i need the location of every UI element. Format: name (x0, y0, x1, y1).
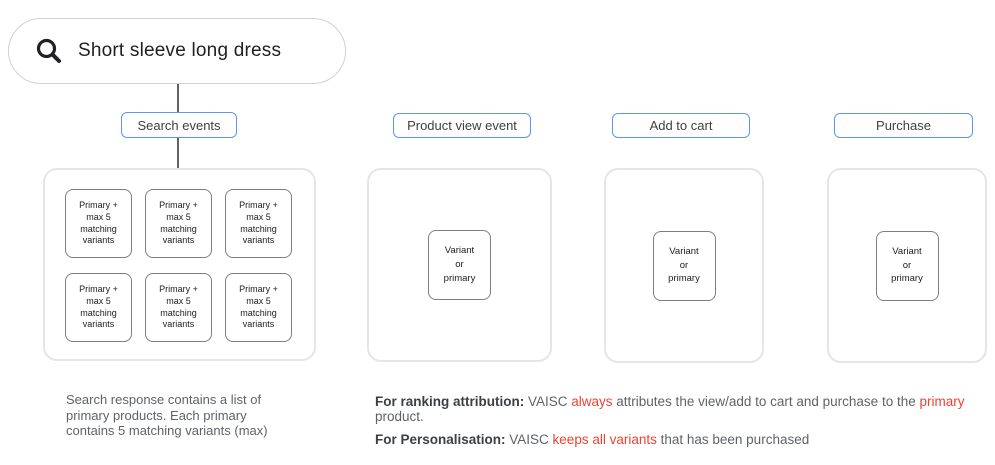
search-icon (36, 38, 61, 63)
highlight-primary: primary (919, 394, 965, 409)
search-query-text: Short sleeve long dress (78, 40, 282, 61)
search-events-container: Primary + max 5 matching variants Primar… (43, 168, 316, 361)
personalisation-note: For Personalisation: VAISC keeps all var… (375, 432, 810, 447)
label-add-to-cart: Add to cart (612, 113, 750, 138)
personalisation-note-prefix: For Personalisation: (375, 432, 510, 447)
search-input[interactable]: Short sleeve long dress (8, 18, 346, 84)
highlight-keeps-all-variants: keeps all variants (552, 432, 657, 447)
highlight-always: always (571, 394, 613, 409)
purchase-container: Variant or primary (827, 168, 987, 363)
ranking-attribution-note: For ranking attribution: VAISC always at… (375, 394, 965, 424)
primary-product-card: Primary + max 5 matching variants (145, 189, 212, 258)
connector-line-top (177, 84, 179, 113)
connector-line-bottom (177, 137, 179, 169)
label-purchase: Purchase (834, 113, 973, 138)
variant-or-primary-card: Variant or primary (875, 230, 939, 301)
primary-product-card: Primary + max 5 matching variants (225, 273, 292, 342)
variant-or-primary-card: Variant or primary (428, 230, 491, 300)
primary-product-card: Primary + max 5 matching variants (145, 273, 212, 342)
primary-product-card: Primary + max 5 matching variants (65, 273, 132, 342)
label-search-events: Search events (121, 112, 237, 138)
product-view-container: Variant or primary (367, 168, 552, 362)
ranking-note-prefix: For ranking attribution: (375, 394, 528, 409)
label-product-view-event: Product view event (393, 113, 531, 138)
add-to-cart-container: Variant or primary (604, 168, 764, 363)
search-response-note: Search response contains a list of prima… (66, 392, 268, 438)
variant-or-primary-card: Variant or primary (652, 230, 716, 301)
primary-product-card: Primary + max 5 matching variants (225, 189, 292, 258)
attribution-notes: For ranking attribution: VAISC always at… (375, 394, 995, 455)
primary-product-card: Primary + max 5 matching variants (65, 189, 132, 258)
